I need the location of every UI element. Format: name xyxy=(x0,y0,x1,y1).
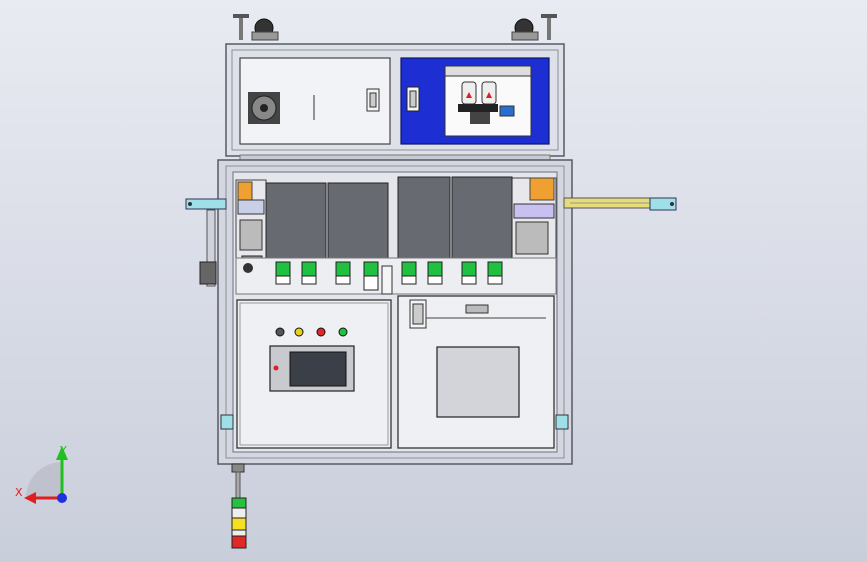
push-button-green[interactable] xyxy=(338,327,348,337)
stack-light-icon[interactable] xyxy=(231,463,247,549)
leveling-foot-right[interactable] xyxy=(511,14,557,41)
door-latch[interactable] xyxy=(465,304,489,314)
upper-right-door[interactable] xyxy=(400,57,550,145)
triad-plane xyxy=(26,462,62,498)
connector-8[interactable] xyxy=(487,261,503,285)
drive-module-1[interactable] xyxy=(265,182,327,262)
stack-light-red xyxy=(231,535,247,549)
coordinate-triad-icon[interactable]: Y X xyxy=(15,444,68,504)
leveling-foot-left[interactable] xyxy=(233,14,279,41)
actuator-block xyxy=(529,177,555,201)
connector-4[interactable] xyxy=(363,261,379,291)
actuator-guide xyxy=(513,203,555,219)
handle-grip xyxy=(409,90,417,108)
x-arrow xyxy=(24,492,36,504)
stack-light-divider xyxy=(231,529,247,537)
handle-grip xyxy=(369,92,377,108)
stack-light-green xyxy=(231,497,247,509)
connector-3[interactable] xyxy=(335,261,351,285)
y-label: Y xyxy=(59,444,67,457)
drive-module-3[interactable] xyxy=(397,176,451,262)
actuator-block xyxy=(237,181,253,201)
lower-right-door[interactable] xyxy=(397,295,555,449)
connector-2[interactable] xyxy=(301,261,317,285)
connector-row[interactable] xyxy=(235,257,557,295)
lower-left-door[interactable] xyxy=(236,299,392,449)
hmi-touch-panel[interactable] xyxy=(269,345,355,392)
upper-left-door[interactable] xyxy=(239,57,391,145)
hmi-screen[interactable] xyxy=(289,351,347,387)
push-button-yellow[interactable] xyxy=(294,327,304,337)
hinge-bottom-right xyxy=(555,414,569,430)
z-axis xyxy=(57,493,67,503)
hmi-status-led xyxy=(273,365,279,371)
drive-module-4[interactable] xyxy=(451,176,513,262)
pneumatic-window-top xyxy=(444,65,532,77)
actuator-body xyxy=(515,221,549,255)
pneumatic-regulator xyxy=(458,81,515,124)
stack-light-white xyxy=(231,507,247,519)
drive-module-2[interactable] xyxy=(327,182,389,262)
hinge-bottom-left xyxy=(220,414,234,430)
handle-grip xyxy=(412,303,424,325)
sensor-icon xyxy=(199,261,217,285)
stack-light-yellow xyxy=(231,517,247,531)
actuator-body xyxy=(239,219,263,251)
right-side-rail[interactable] xyxy=(563,197,677,211)
connector-5[interactable] xyxy=(401,261,417,285)
left-side-rail[interactable] xyxy=(185,198,227,287)
y-arrow xyxy=(56,446,68,460)
actuator-guide xyxy=(237,199,265,215)
cable-gland xyxy=(243,263,253,273)
push-button-black[interactable] xyxy=(275,327,285,337)
latch[interactable] xyxy=(381,265,393,295)
push-button-red[interactable] xyxy=(316,327,326,337)
upper-cabinet[interactable] xyxy=(225,43,565,157)
fan-icon xyxy=(248,92,280,124)
connector-1[interactable] xyxy=(275,261,291,285)
x-label: X xyxy=(15,486,23,499)
connector-7[interactable] xyxy=(461,261,477,285)
connector-6[interactable] xyxy=(427,261,443,285)
inspection-window[interactable] xyxy=(436,346,520,418)
